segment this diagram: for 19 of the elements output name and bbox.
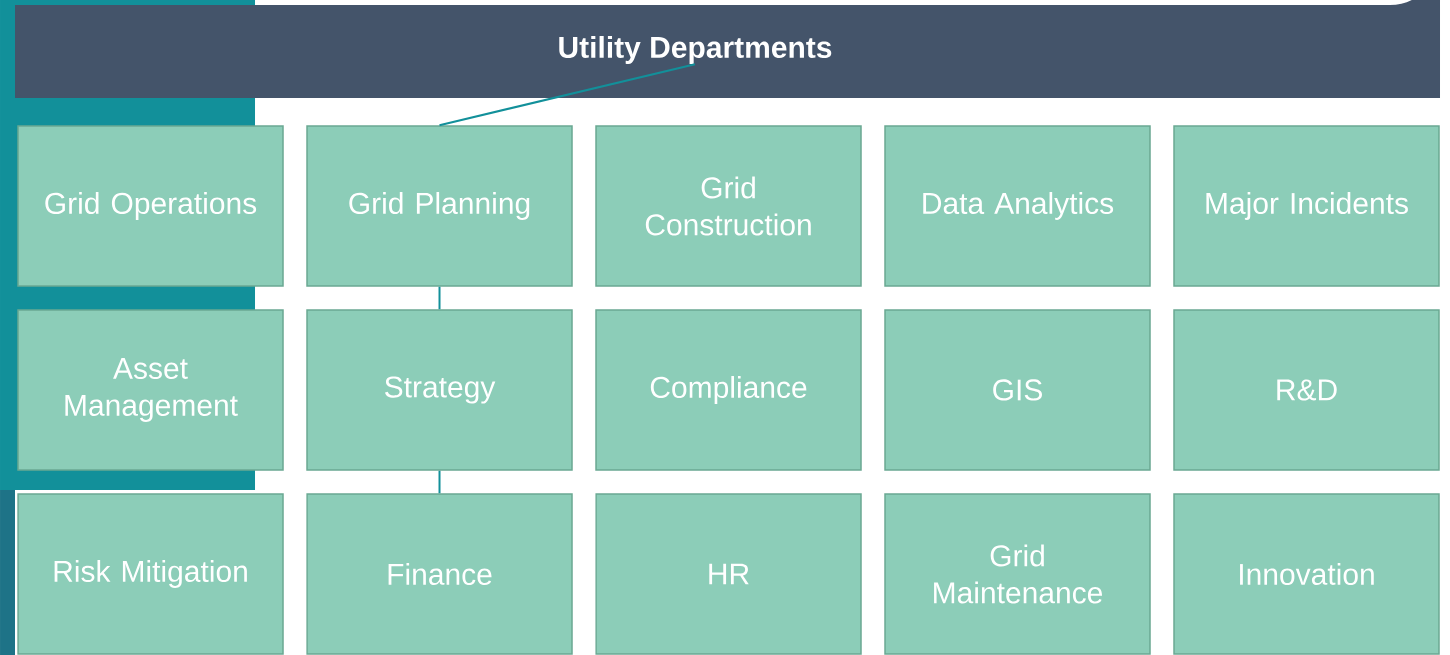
department-box: Innovation	[1173, 493, 1440, 655]
department-box: Grid Operations	[17, 125, 284, 287]
department-box: Grid Construction	[595, 125, 862, 287]
connector-line	[438, 469, 441, 495]
header-band: Utility Departments	[15, 0, 1440, 98]
department-box: Compliance	[595, 309, 862, 471]
department-box: Risk Mitigation	[17, 493, 284, 655]
department-box: Finance	[306, 493, 573, 655]
department-box: Grid Planning	[306, 125, 573, 287]
department-box: GIS	[884, 309, 1151, 471]
department-box: Grid Maintenance	[884, 493, 1151, 655]
connector-line	[438, 285, 441, 311]
department-box: Strategy	[306, 309, 573, 471]
department-box: Major Incidents	[1173, 125, 1440, 287]
department-box: Asset Management	[17, 309, 284, 471]
department-box: R&D	[1173, 309, 1440, 471]
department-box: HR	[595, 493, 862, 655]
connector-line	[438, 63, 696, 127]
department-box: Data Analytics	[884, 125, 1151, 287]
